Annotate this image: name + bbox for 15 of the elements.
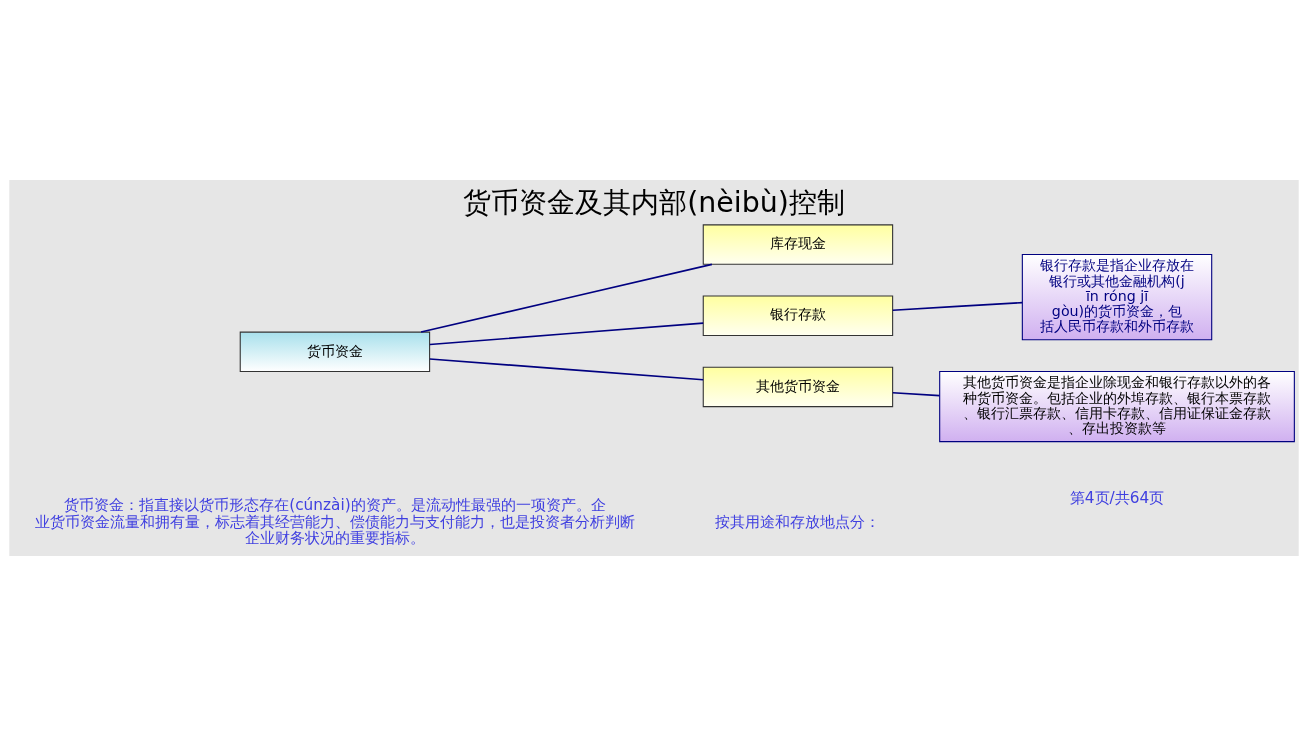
- node-box: 库存现金: [702, 223, 894, 265]
- node-box: 银行存款是指企业存放在银行或其他金融机构(jīn róng jī gòu)的货币资金，包括人民币存款和外币存款: [1021, 253, 1213, 340]
- diagram-title: 货币资金及其内部(nèibù)控制: [463, 185, 845, 219]
- node-box: 银行存款: [702, 295, 894, 336]
- connector: [429, 321, 704, 345]
- node-box: 其他货币资金: [702, 366, 894, 407]
- label: 按其用途和存放地点分：: [715, 512, 881, 531]
- node-box: 货币资金: [239, 331, 431, 372]
- connector: [892, 301, 1023, 311]
- connector: [892, 391, 941, 396]
- node-box: 其他货币资金是指企业除现金和银行存款以外的各种货币资金。包括企业的外埠存款、银行本票存款、银行汇票存款、信用卡存款、信用证保证金存款、存出投资款等: [939, 370, 1295, 442]
- label: 第4页/共64页: [1069, 488, 1165, 507]
- connector: [420, 263, 713, 333]
- connector: [429, 357, 704, 381]
- label: 货币资金：指直接以货币形态存在(cúnzài)的资产。是流动性最强的一项资产。企业货币资金流量和拥有量，标志着其经营能力、偿债能力与支付能力，也是投资者分析判断企业财务状况的重要指标。: [34, 495, 635, 547]
